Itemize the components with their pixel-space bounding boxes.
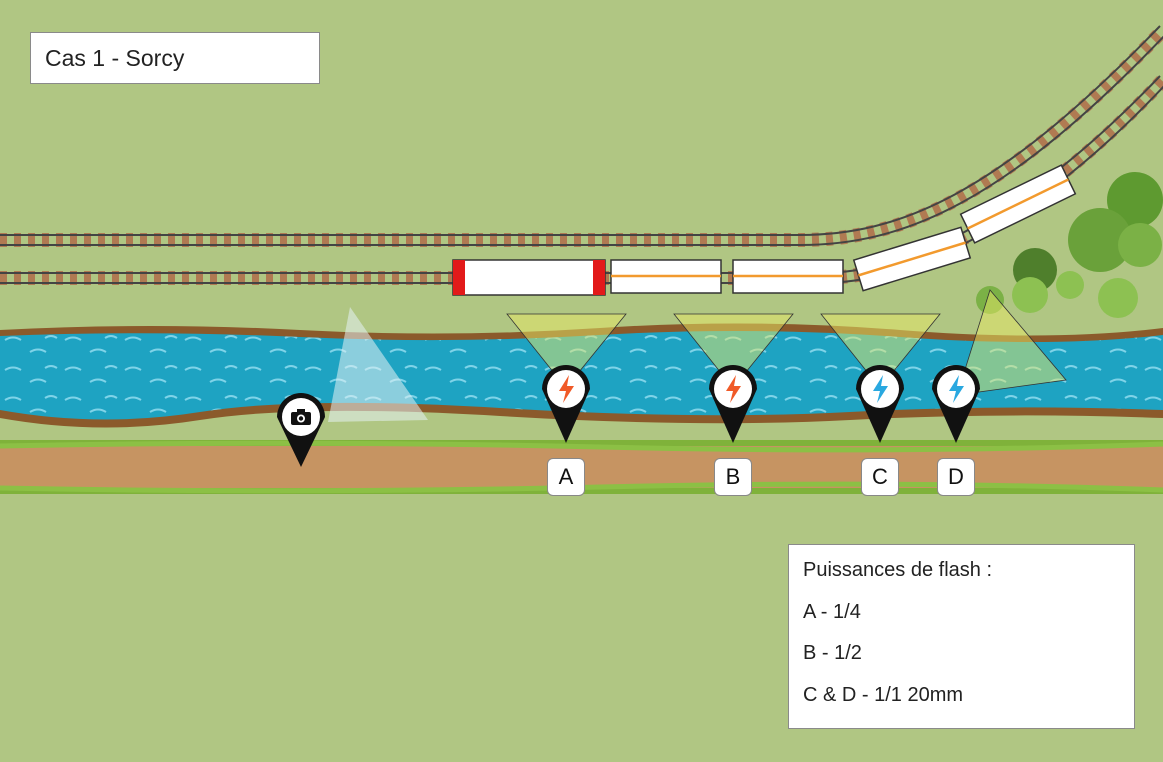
train-car-5 <box>959 164 1077 244</box>
flash-cone-c <box>820 313 941 389</box>
train-car-4 <box>852 226 972 292</box>
lightning-icon <box>949 375 964 403</box>
flash-power-legend: Puissances de flash : A - 1/4 B - 1/2 C … <box>788 544 1135 729</box>
lightning-icon <box>559 375 574 403</box>
track-upper <box>0 25 1163 247</box>
legend-item-b: B - 1/2 <box>803 642 862 664</box>
position-label-d: D <box>937 458 975 496</box>
train-car-3 <box>732 259 844 294</box>
position-label-a: A <box>547 458 585 496</box>
camera-field-of-view <box>328 307 428 422</box>
position-label-c: C <box>861 458 899 496</box>
legend-item-cd: C & D - 1/1 20mm <box>803 683 964 706</box>
flash-cone-d <box>956 289 1067 396</box>
lightning-icon <box>873 375 888 403</box>
legend-heading: Puissances de flash : <box>803 559 992 581</box>
lightning-icon <box>726 375 741 403</box>
camera-icon <box>291 409 311 425</box>
train-car-2 <box>610 259 722 294</box>
train-car-lead <box>452 259 606 296</box>
flash-marker-d <box>932 365 980 443</box>
flash-marker-a <box>542 365 590 443</box>
flash-marker-b <box>709 365 757 443</box>
flash-cone-a <box>506 313 627 389</box>
train <box>452 164 1077 296</box>
flash-cones <box>506 289 1067 396</box>
case-title: Cas 1 - Sorcy <box>30 32 320 84</box>
flash-marker-c <box>856 365 904 443</box>
camera-marker <box>277 393 325 467</box>
legend-item-a: A - 1/4 <box>803 600 861 623</box>
position-label-b: B <box>714 458 752 496</box>
flash-cone-b <box>673 313 794 389</box>
